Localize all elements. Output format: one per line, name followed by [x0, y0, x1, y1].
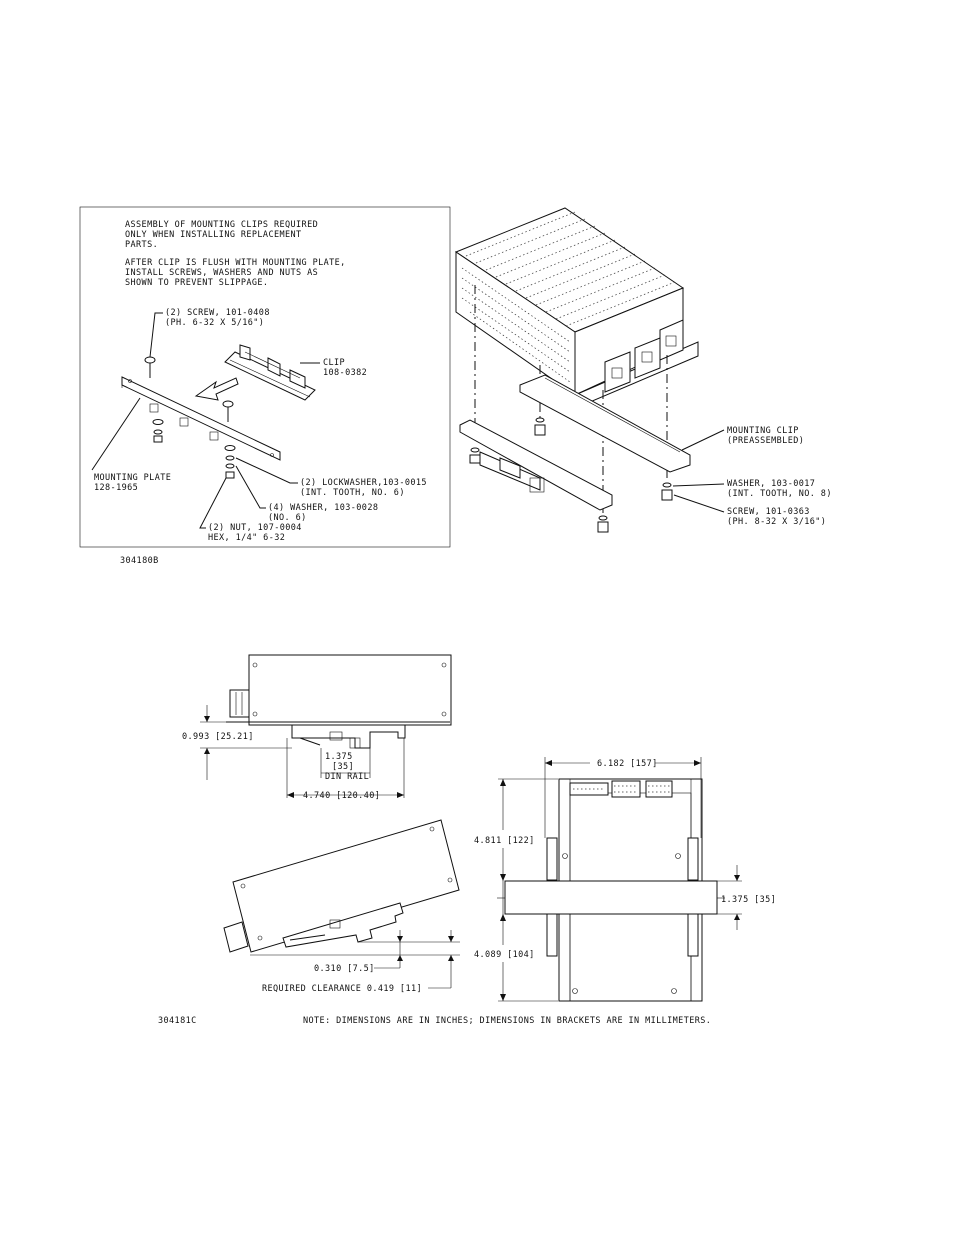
top-figure-number: 304180B — [120, 556, 159, 566]
callout-nut-line2: HEX, 1/4" 6-32 — [208, 533, 285, 543]
nut-left-b — [469, 454, 481, 464]
mounting-plate-part — [121, 376, 281, 461]
side-view-body — [248, 654, 452, 726]
dim-din-rail: DIN RAIL — [325, 772, 369, 782]
tilted-view-body — [232, 819, 460, 953]
note-line-4: AFTER CLIP IS FLUSH WITH MOUNTING PLATE, — [125, 258, 346, 268]
assembly-arrow — [194, 377, 239, 401]
callout-nut-line1: (2) NUT, 107-0004 — [208, 523, 302, 533]
note-line-6: SHOWN TO PREVENT SLIPPAGE. — [125, 278, 268, 288]
nut-left-a — [470, 447, 480, 453]
clip-tab-top-right — [687, 837, 699, 881]
note-line-1: ASSEMBLY OF MOUNTING CLIPS REQUIRED — [125, 220, 318, 230]
bottom-figure: 0.993 [25.21] 1.375 [35] DIN RAIL 4.740 … — [158, 654, 776, 1026]
note-line-5: INSTALL SCREWS, WASHERS AND NUTS AS — [125, 268, 318, 278]
dim-4811: 4.811 [122] — [474, 836, 535, 846]
callout-plate-line1: MOUNTING PLATE — [94, 473, 171, 483]
side-view — [200, 654, 452, 798]
callout-screw-line1: (2) SCREW, 101-0408 — [165, 308, 270, 318]
nut-bottom-a — [598, 515, 608, 521]
clip-tab-top-left — [546, 837, 558, 881]
assembly-panel-frame — [79, 206, 451, 548]
callout-rscrew-line2: (PH. 8-32 X 3/16") — [727, 517, 826, 527]
connector-1 — [604, 351, 631, 393]
callout-clip-line2: 108-0382 — [323, 368, 367, 378]
callout-rwasher-line1: WASHER, 103-0017 — [727, 479, 815, 489]
leader-nut — [199, 477, 227, 529]
callout-washer-line1: (4) WASHER, 103-0028 — [268, 503, 378, 513]
din-rail — [504, 880, 718, 915]
callout-mclip-line2: (PREASSEMBLED) — [727, 436, 804, 446]
front-view — [497, 757, 742, 1002]
screw-right — [661, 489, 673, 501]
leader-rwasher — [672, 483, 725, 487]
connector-3 — [659, 319, 684, 361]
lower-mounting-plate — [459, 419, 613, 511]
callout-clip-line1: CLIP — [323, 358, 345, 368]
callout-lockwasher-line2: (INT. TOOTH, NO. 6) — [300, 488, 405, 498]
washer-mid — [535, 417, 545, 423]
leader-plate — [91, 397, 141, 471]
bottom-figure-number: 304181C — [158, 1016, 197, 1026]
screw-hardware-left — [144, 356, 164, 443]
dim-0310: 0.310 [7.5] — [314, 964, 375, 974]
dim-1375-a: 1.375 — [325, 752, 353, 762]
tilted-view-connector — [223, 921, 249, 953]
dim-required-clearance: REQUIRED CLEARANCE 0.419 [11] — [262, 984, 422, 994]
leader-rscrew — [673, 494, 725, 513]
callout-plate-line2: 128-1965 — [94, 483, 138, 493]
callout-washer-line2: (NO. 6) — [268, 513, 307, 523]
connector-2 — [634, 337, 661, 379]
note-line-2: ONLY WHEN INSTALLING REPLACEMENT — [125, 230, 302, 240]
callout-screw-line2: (PH. 6-32 X 5/16") — [165, 318, 264, 328]
dim-35: [35] — [332, 762, 354, 772]
front-connector-3 — [645, 780, 673, 798]
callout-lockwasher-line1: (2) LOCKWASHER,103-0015 — [300, 478, 427, 488]
mounting-clip-preassembled — [519, 374, 691, 473]
leader-washer — [235, 465, 266, 509]
leader-screw — [149, 312, 163, 358]
screw-mid — [534, 424, 546, 436]
dim-6182: 6.182 [157] — [597, 759, 658, 769]
callout-mclip-line1: MOUNTING CLIP — [727, 426, 799, 436]
clip-tab-bottom-right — [687, 913, 699, 957]
side-view-clip — [291, 724, 406, 749]
dim-0993: 0.993 [25.21] — [182, 732, 254, 742]
dimension-note: NOTE: DIMENSIONS ARE IN INCHES; DIMENSIO… — [303, 1016, 711, 1026]
front-connector-2 — [611, 780, 641, 798]
side-view-connector — [229, 689, 250, 718]
note-line-3: PARTS. — [125, 240, 158, 250]
leader-mclip — [681, 429, 725, 451]
nut-bottom-b — [597, 521, 609, 533]
clip-tab-bottom-left — [546, 913, 558, 957]
dim-4740: 4.740 [120.40] — [303, 791, 380, 801]
callout-rwasher-line2: (INT. TOOTH, NO. 8) — [727, 489, 832, 499]
tilted-view — [223, 819, 460, 989]
leader-lockwasher — [235, 457, 298, 484]
dim-1375-b: 1.375 [35] — [721, 895, 776, 905]
screw-hardware-right — [222, 400, 236, 479]
washer-right — [662, 482, 672, 488]
tilted-view-clip — [282, 902, 404, 948]
top-figure: ASSEMBLY OF MOUNTING CLIPS REQUIRED ONLY… — [79, 206, 832, 566]
dim-4089: 4.089 [104] — [474, 950, 535, 960]
callout-rscrew-line1: SCREW, 101-0363 — [727, 507, 810, 517]
device-isometric — [454, 207, 699, 403]
clip-part — [224, 344, 316, 401]
